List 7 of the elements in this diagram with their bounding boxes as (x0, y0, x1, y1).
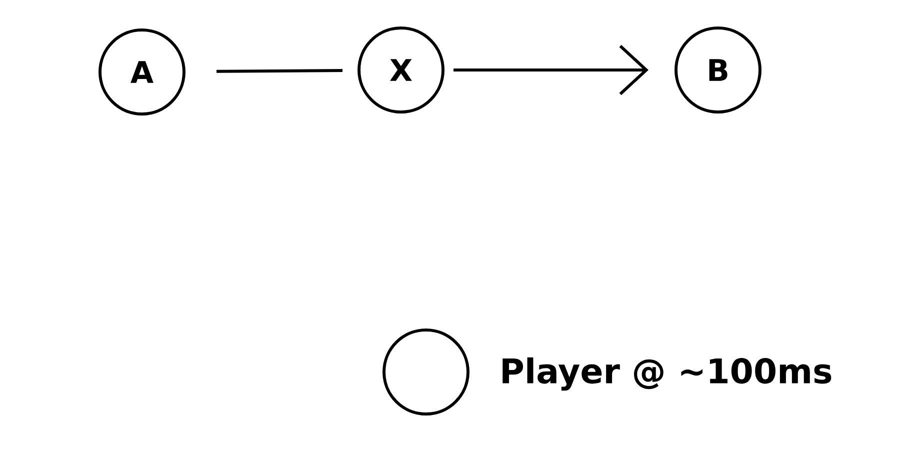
circle-node: X (358, 26, 444, 114)
node-caption: Player @ ~100ms (502, 357, 832, 391)
circle-node: A (98, 28, 186, 116)
circle-node (382, 328, 470, 416)
circle-node: B (674, 26, 762, 114)
arrow (454, 44, 648, 96)
connector-line (216, 68, 343, 73)
